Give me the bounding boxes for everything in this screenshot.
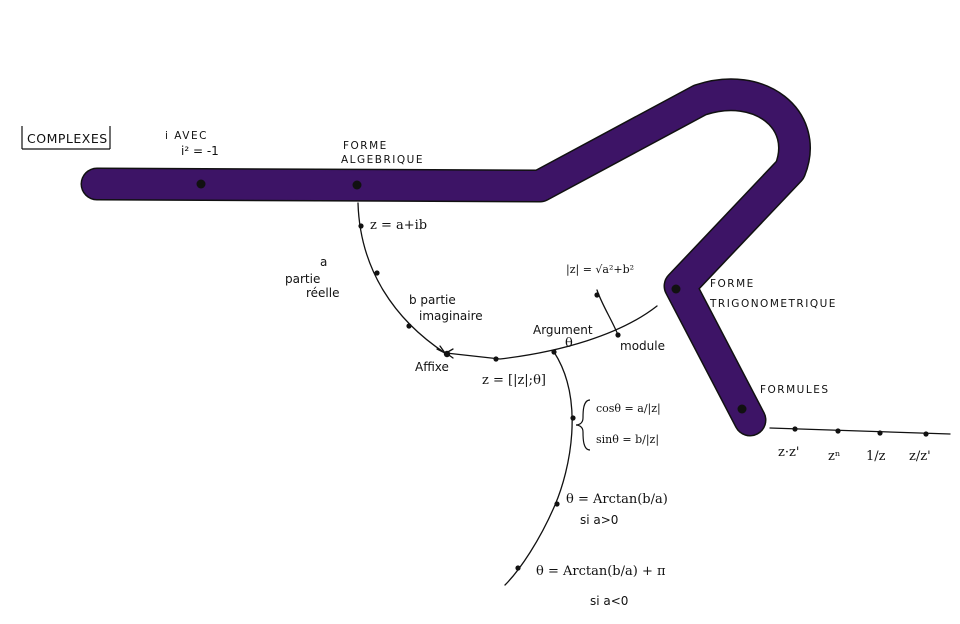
- argument-label-2: θ: [565, 336, 573, 351]
- branch-dots: [358, 223, 929, 571]
- b-partie-label-1: b partie: [409, 293, 456, 307]
- formula-quotient: z/z': [909, 449, 931, 464]
- node-dot-trigonometrique: [671, 284, 681, 294]
- a-label: a: [320, 255, 327, 269]
- forme-algebrique-label-1: FORME: [343, 140, 388, 152]
- cos-theta-label: cosθ = a/|z|: [596, 402, 661, 416]
- theta-2-cond-label: si a<0: [590, 594, 628, 608]
- partie-reelle-label-1: partie: [285, 272, 320, 286]
- affixe-label: Affixe: [415, 360, 449, 374]
- z-algebraic-label: z = a+ib: [370, 218, 427, 233]
- i-avec-label: i AVEC: [165, 130, 208, 142]
- modulus-formula-label: |z| = √a²+b²: [566, 263, 634, 277]
- partie-reelle-label-2: réelle: [306, 286, 340, 300]
- theta-2-label: θ = Arctan(b/a) + π: [536, 564, 666, 579]
- title-text: COMPLEXES: [27, 131, 108, 146]
- b-partie-label-2: imaginaire: [419, 309, 483, 323]
- brace: [575, 399, 591, 451]
- branch-lines: [357, 202, 951, 586]
- node-dot-formules: [737, 404, 747, 414]
- theta-1-cond-label: si a>0: [580, 513, 618, 527]
- forme-algebrique-label-2: ALGEBRIQUE: [341, 154, 424, 166]
- theta-1-label: θ = Arctan(b/a): [566, 492, 668, 507]
- argument-label-1: Argument: [533, 323, 593, 337]
- node-dot-algebrique: [352, 180, 362, 190]
- forme-trig-label-1: FORME: [710, 278, 755, 290]
- title-box: COMPLEXES: [21, 126, 111, 150]
- z-trig-label: z = [|z|;θ]: [482, 373, 546, 388]
- forme-trig-label-2: TRIGONOMETRIQUE: [709, 298, 837, 310]
- i-squared-label: i² = -1: [181, 144, 219, 158]
- sin-theta-label: sinθ = b/|z|: [596, 433, 659, 447]
- formula-power: zⁿ: [828, 449, 840, 464]
- module-label: module: [620, 339, 665, 353]
- node-dot-i: [196, 179, 206, 189]
- main-trunk: [80, 78, 811, 437]
- formula-inverse: 1/z: [866, 449, 886, 464]
- formula-product: z·z': [778, 445, 799, 460]
- formules-label: FORMULES: [760, 384, 830, 396]
